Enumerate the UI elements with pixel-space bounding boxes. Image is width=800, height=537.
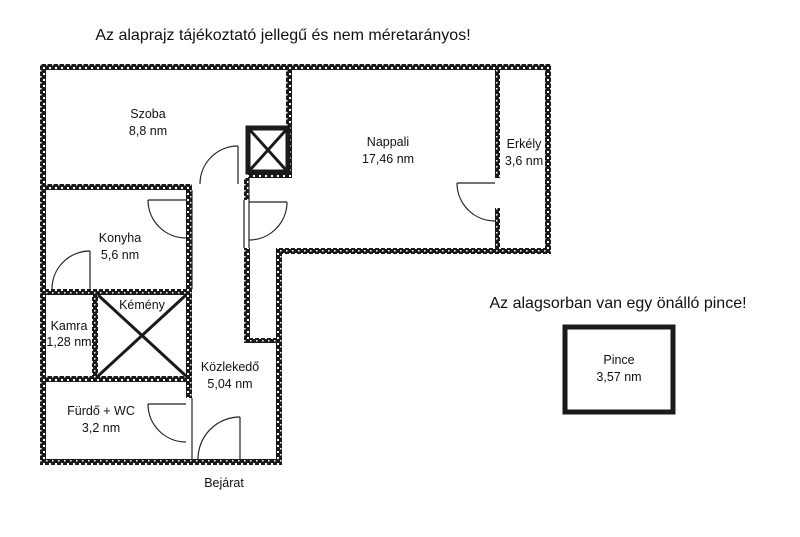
door-furdo <box>147 403 187 443</box>
basement-note: Az alagsorban van egy önálló pince! <box>489 295 746 312</box>
scale-disclaimer: Az alaprajz tájékoztató jellegű és nem m… <box>95 27 470 44</box>
door-kamra <box>51 250 91 290</box>
room-kemeny: Kémény <box>119 298 166 312</box>
room-name: Fürdő + WC <box>67 404 135 418</box>
room-kozlekedo: Közlekedő 5,04 nm <box>201 360 259 391</box>
room-nappali: Nappali 17,46 nm <box>362 135 414 166</box>
room-area: 1,28 nm <box>46 335 91 349</box>
room-konyha: Konyha 5,6 nm <box>99 231 141 262</box>
room-name: Konyha <box>99 231 141 245</box>
room-furdo: Fürdő + WC 3,2 nm <box>67 404 135 435</box>
interior-walls <box>40 64 500 398</box>
room-kamra: Kamra 1,28 nm <box>46 319 91 349</box>
entrance-label: Bejárat <box>204 476 244 490</box>
door-erkely <box>456 182 496 222</box>
door-entrance <box>197 416 241 460</box>
room-name: Pince <box>603 353 634 367</box>
door-szoba <box>199 145 239 185</box>
room-area: 3,57 nm <box>596 370 641 384</box>
room-area: 17,46 nm <box>362 152 414 166</box>
room-area: 5,6 nm <box>101 248 139 262</box>
room-area: 3,6 nm <box>505 154 543 168</box>
door-nappali-corridor <box>248 201 288 241</box>
room-name: Nappali <box>367 135 409 149</box>
room-area: 3,2 nm <box>82 421 120 435</box>
room-name: Erkély <box>507 137 542 151</box>
room-area: 5,04 nm <box>207 377 252 391</box>
exterior-walls <box>40 64 551 465</box>
room-szoba: Szoba 8,8 nm <box>129 107 167 138</box>
room-name: Kémény <box>119 298 166 312</box>
room-erkely: Erkély 3,6 nm <box>505 137 543 168</box>
basement-pince: Pince 3,57 nm <box>562 324 676 415</box>
room-name: Szoba <box>130 107 165 121</box>
door-konyha <box>147 199 187 239</box>
room-area: 8,8 nm <box>129 124 167 138</box>
door-jambs <box>191 178 250 459</box>
chimney-lower <box>96 293 188 378</box>
door-swings <box>51 145 496 460</box>
room-name: Közlekedő <box>201 360 259 374</box>
room-name: Kamra <box>51 319 88 333</box>
chimney-upper <box>245 125 291 175</box>
